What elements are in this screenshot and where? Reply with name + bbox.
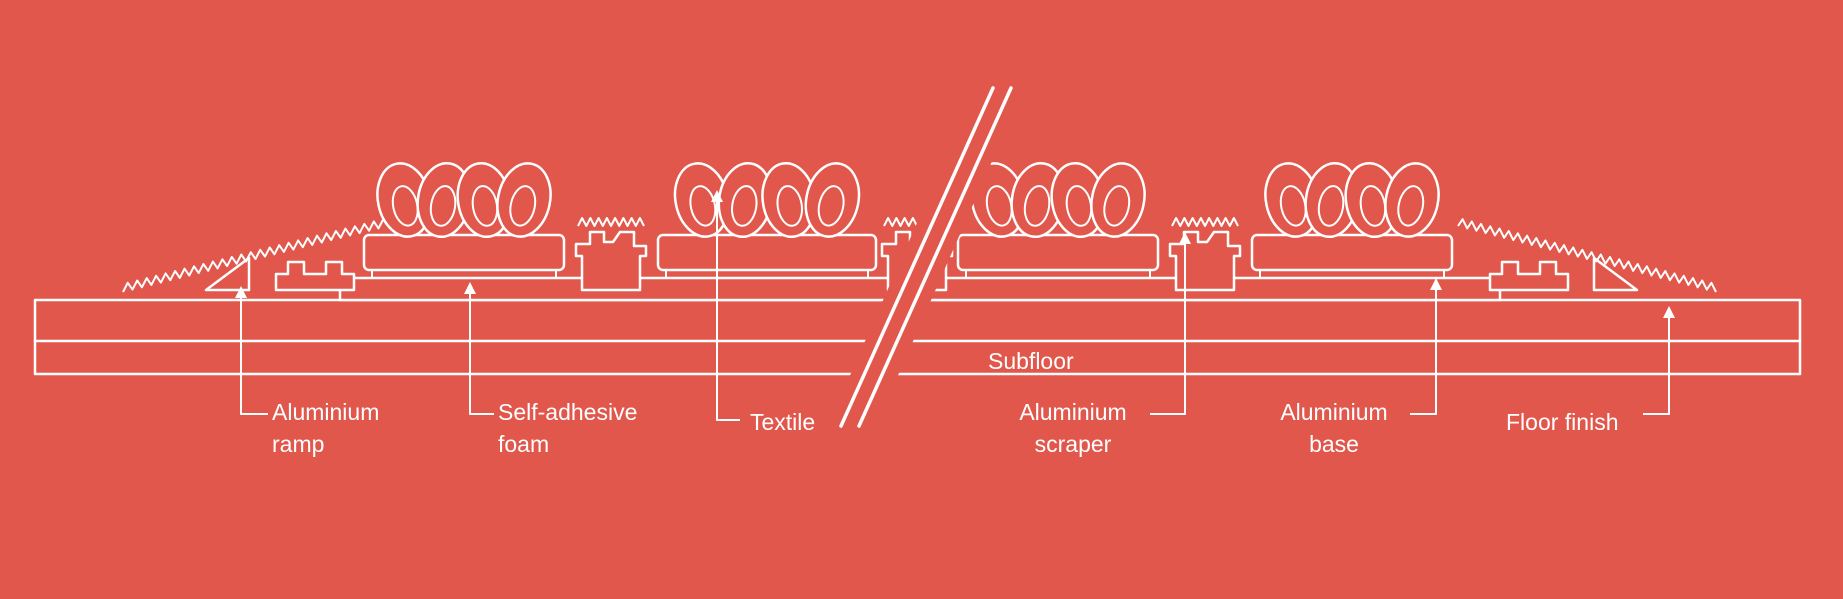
arrow-aluminium-ramp <box>235 286 247 298</box>
label-floor-finish: Floor finish <box>1506 409 1619 435</box>
leader-aluminium-ramp <box>240 288 268 415</box>
textile-loops <box>376 161 1440 239</box>
textile-loop <box>673 162 730 238</box>
carpet-insert <box>956 233 1160 272</box>
textile-loop <box>1384 162 1440 238</box>
leader-floor-finish <box>1643 308 1670 415</box>
ramp-toe-right <box>1592 256 1639 292</box>
interlock-piece-right <box>1488 260 1570 292</box>
label-subfloor: Subfloor <box>988 348 1074 374</box>
label-aluminium-scraper-line1: Aluminium <box>1019 399 1127 425</box>
scraper-profile <box>574 230 648 292</box>
scraper-serration <box>577 217 645 227</box>
leader-lines <box>235 190 1675 421</box>
arrow-aluminium-base <box>1430 278 1442 290</box>
arrow-self-adhesive-foam <box>464 282 476 294</box>
aluminium-ramps <box>122 218 1717 293</box>
scraper-profile <box>1168 230 1242 292</box>
textile-loop <box>804 162 861 238</box>
section-break-line <box>857 86 1013 428</box>
ramp-toe-left <box>204 256 251 292</box>
section-break-gap <box>826 84 1026 430</box>
ramp-serrated-slope-right <box>1457 218 1717 293</box>
section-break-line <box>839 86 995 428</box>
ramp-serrated-slope-left <box>122 218 389 293</box>
arrow-textile <box>711 190 723 202</box>
leader-textile <box>716 192 740 421</box>
label-self-adhesive-foam-line1: Self-adhesive <box>498 399 638 425</box>
label-aluminium-base-line2: base <box>1309 431 1359 457</box>
carpet-insert <box>362 233 566 272</box>
textile-loop <box>416 161 472 239</box>
arrow-floor-finish <box>1663 306 1675 318</box>
textile-loop <box>1090 162 1146 238</box>
leader-self-adhesive-foam <box>469 284 494 415</box>
carpet-insert <box>1250 233 1454 272</box>
label-textile: Textile <box>750 409 816 435</box>
textile-loop <box>496 162 552 238</box>
label-aluminium-ramp-line1: Aluminium <box>272 399 380 425</box>
label-aluminium-ramp: Aluminium ramp <box>272 396 379 460</box>
carpet-inserts <box>362 233 1454 272</box>
label-aluminium-base-line1: Aluminium <box>1280 399 1388 425</box>
scraper-serration <box>1171 217 1239 227</box>
label-aluminium-scraper: Aluminium scraper <box>1000 396 1146 460</box>
label-aluminium-base: Aluminium base <box>1262 396 1406 460</box>
label-aluminium-ramp-line2: ramp <box>272 431 325 457</box>
leader-aluminium-base <box>1410 280 1437 415</box>
end-interlock-pieces <box>274 260 1570 292</box>
label-aluminium-scraper-line2: scraper <box>1034 431 1112 457</box>
carpet-insert <box>656 233 878 272</box>
interlock-piece-left <box>274 260 356 292</box>
label-self-adhesive-foam: Self-adhesive foam <box>498 396 637 460</box>
leader-aluminium-scraper <box>1150 234 1186 415</box>
section-break <box>826 84 1026 430</box>
label-self-adhesive-foam-line2: foam <box>498 431 550 457</box>
arrow-aluminium-scraper <box>1179 232 1191 244</box>
ramp-toes <box>204 256 1639 292</box>
